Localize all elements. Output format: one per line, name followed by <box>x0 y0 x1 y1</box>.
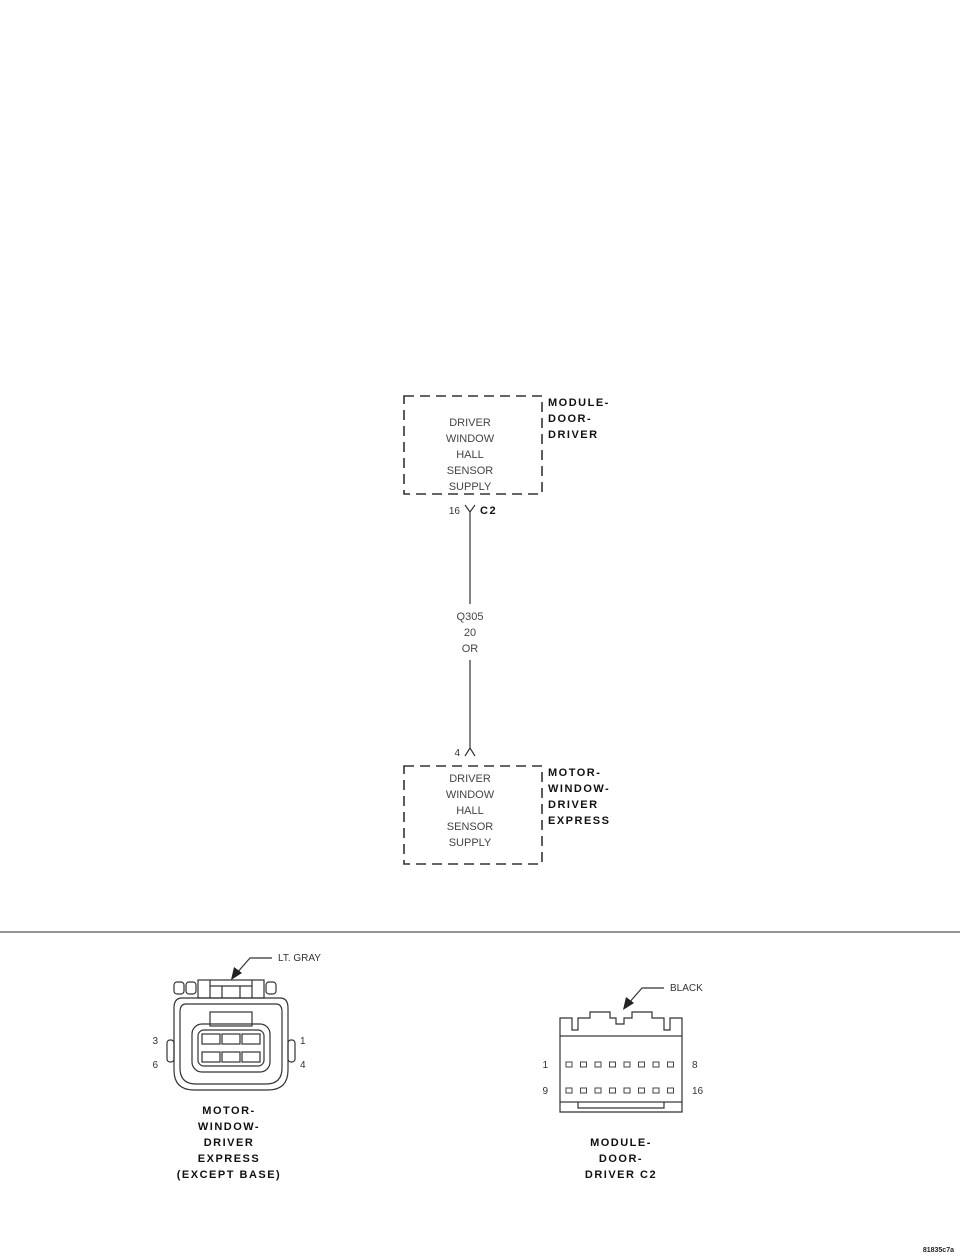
cavity-pin-2 <box>580 1061 587 1068</box>
bottom-circuit-line: SUPPLY <box>449 837 492 849</box>
connector-top-keying <box>559 1011 683 1036</box>
pin-label-16: 16 <box>692 1086 704 1097</box>
top-connector-id: C2 <box>480 505 497 517</box>
cavity-block <box>191 1023 271 1073</box>
bottom-circuit-line: HALL <box>456 805 484 817</box>
connector-module-door-driver-c2: BLACK 1 8 9 16 MODULE- DOOR- DRIVER C2 <box>542 983 703 1181</box>
motor-window-driver-box <box>403 765 543 865</box>
top-pin-number: 16 <box>449 506 461 517</box>
connector-left-color: LT. GRAY <box>278 953 321 964</box>
cavity-pin-16 <box>667 1087 674 1094</box>
cavity-pin-11 <box>594 1087 602 1094</box>
pin-label-1: 1 <box>542 1060 548 1071</box>
top-component-name: DOOR- <box>548 413 592 425</box>
pin-label-8: 8 <box>692 1060 698 1071</box>
connector-housing-outer <box>173 997 289 1091</box>
top-component-name: DRIVER <box>548 429 599 441</box>
wire-q305: Q305 20 OR <box>457 512 484 748</box>
pin-label-9: 9 <box>542 1086 548 1097</box>
cavity-pin-15 <box>652 1087 660 1094</box>
male-terminal-icon <box>464 746 476 757</box>
cavity-pin-1 <box>241 1033 261 1045</box>
latch-bump-icon <box>173 981 185 995</box>
bottom-component-name: DRIVER <box>548 799 599 811</box>
cavity-pin-4 <box>241 1051 261 1063</box>
connector-left-caption: (EXCEPT BASE) <box>177 1169 281 1181</box>
callout-arrow-icon <box>623 997 634 1010</box>
connector-left-caption: DRIVER <box>204 1137 255 1149</box>
top-circuit-line: DRIVER <box>449 417 491 429</box>
top-circuit-line: HALL <box>456 449 484 461</box>
pin-label-1: 1 <box>300 1036 306 1047</box>
terminal-cavities <box>565 1061 674 1094</box>
pin-label-3: 3 <box>152 1036 158 1047</box>
cavity-pin-1 <box>565 1061 573 1068</box>
bottom-component-name: WINDOW- <box>548 783 610 795</box>
side-ear-icon <box>287 1039 296 1063</box>
side-ear-icon <box>166 1039 175 1063</box>
top-component-name: MODULE- <box>548 397 610 409</box>
connector-motor-window-driver-express: LT. GRAY 3 1 6 4 <box>152 953 321 1181</box>
cavity-pin-5 <box>221 1051 241 1063</box>
cavity-pin-8 <box>667 1061 674 1068</box>
connector-right-caption: DOOR- <box>599 1153 643 1165</box>
motor-window-driver-component: 4 DRIVER WINDOW HALL SENSOR SUPPLY MOTOR… <box>403 746 610 865</box>
terminal-cavities <box>201 1033 261 1063</box>
pin-label-6: 6 <box>152 1060 158 1071</box>
connector-right-caption: MODULE- <box>590 1137 652 1149</box>
bottom-circuit-line: WINDOW <box>446 789 495 801</box>
figure-id: 81835c7a <box>923 1247 954 1254</box>
cavity-pin-7 <box>652 1061 660 1068</box>
connector-right-caption: DRIVER C2 <box>585 1169 657 1181</box>
bottom-component-name: EXPRESS <box>548 815 610 827</box>
pin-label-4: 4 <box>300 1060 306 1071</box>
cavity-pin-5 <box>623 1061 631 1068</box>
cavity-pin-13 <box>623 1087 631 1094</box>
bottom-pin-number: 4 <box>454 748 460 759</box>
connector-body <box>559 1035 683 1103</box>
wire-color: OR <box>462 643 479 655</box>
top-circuit-line: SUPPLY <box>449 481 492 493</box>
cavity-pin-3 <box>594 1061 602 1068</box>
connector-left-caption: EXPRESS <box>198 1153 260 1165</box>
module-door-driver-box <box>403 395 543 495</box>
cavity-pin-4 <box>609 1061 616 1068</box>
latch-bump-icon <box>265 981 277 995</box>
cavity-pin-10 <box>580 1087 587 1094</box>
cavity-pin-12 <box>609 1087 616 1094</box>
connector-left-caption: WINDOW- <box>198 1121 260 1133</box>
connector-left-caption: MOTOR- <box>202 1105 255 1117</box>
connector-housing-inner <box>179 1003 283 1085</box>
latch-housing <box>197 979 265 999</box>
top-circuit-line: WINDOW <box>446 433 495 445</box>
cavity-pin-14 <box>638 1087 645 1094</box>
cavity-pin-3 <box>201 1033 221 1045</box>
callout-leader <box>235 957 272 975</box>
cavity-pin-6 <box>638 1061 645 1068</box>
latch-bump-icon <box>185 981 197 995</box>
module-door-driver-component: DRIVER WINDOW HALL SENSOR SUPPLY MODULE-… <box>403 395 610 517</box>
cavity-pin-6 <box>201 1051 221 1063</box>
connector-right-color: BLACK <box>670 983 703 994</box>
cavity-pin-9 <box>565 1087 573 1094</box>
bottom-circuit-line: SENSOR <box>447 821 494 833</box>
cavity-pin-2 <box>221 1033 241 1045</box>
bottom-circuit-line: DRIVER <box>449 773 491 785</box>
wire-circuit-id: Q305 <box>457 611 484 623</box>
female-terminal-icon <box>464 504 476 514</box>
top-circuit-line: SENSOR <box>447 465 494 477</box>
bottom-component-name: MOTOR- <box>548 767 601 779</box>
callout-arrow-icon <box>231 967 242 980</box>
wire-gauge: 20 <box>464 627 476 639</box>
callout-leader <box>627 987 664 1005</box>
